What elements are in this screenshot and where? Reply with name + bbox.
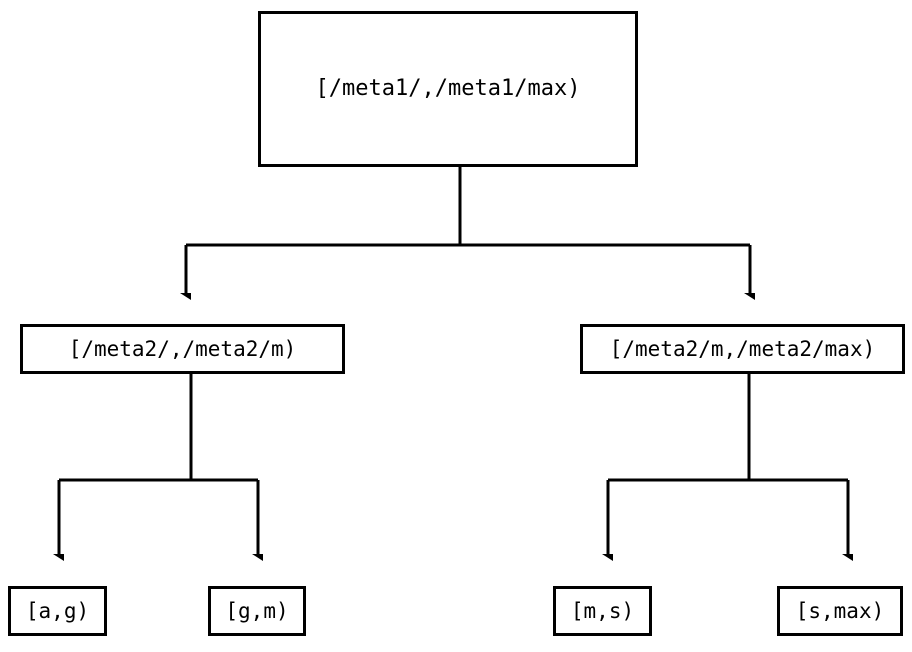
tree-node-leaf-gm[interactable]: [g,m) (208, 586, 306, 636)
tree-node-leaf-ms[interactable]: [m,s) (553, 586, 652, 636)
tree-node-leaf-ms-label: [m,s) (570, 598, 635, 623)
tree-node-meta2-high-label: [/meta2/m,/meta2/max) (609, 336, 876, 361)
tree-node-leaf-ag-label: [a,g) (25, 598, 90, 623)
tree-node-meta2-high[interactable]: [/meta2/m,/meta2/max) (580, 324, 905, 374)
tree-node-leaf-smax-label: [s,max) (795, 598, 885, 623)
tree-node-meta2-low[interactable]: [/meta2/,/meta2/m) (20, 324, 345, 374)
tree-node-leaf-gm-label: [g,m) (225, 598, 289, 623)
tree-node-leaf-smax[interactable]: [s,max) (777, 586, 903, 636)
tree-node-meta2-low-label: [/meta2/,/meta2/m) (68, 336, 297, 361)
tree-node-leaf-ag[interactable]: [a,g) (8, 586, 107, 636)
tree-node-root[interactable]: [/meta1/,/meta1/max) (258, 11, 638, 167)
tree-node-root-label: [/meta1/,/meta1/max) (315, 76, 581, 101)
